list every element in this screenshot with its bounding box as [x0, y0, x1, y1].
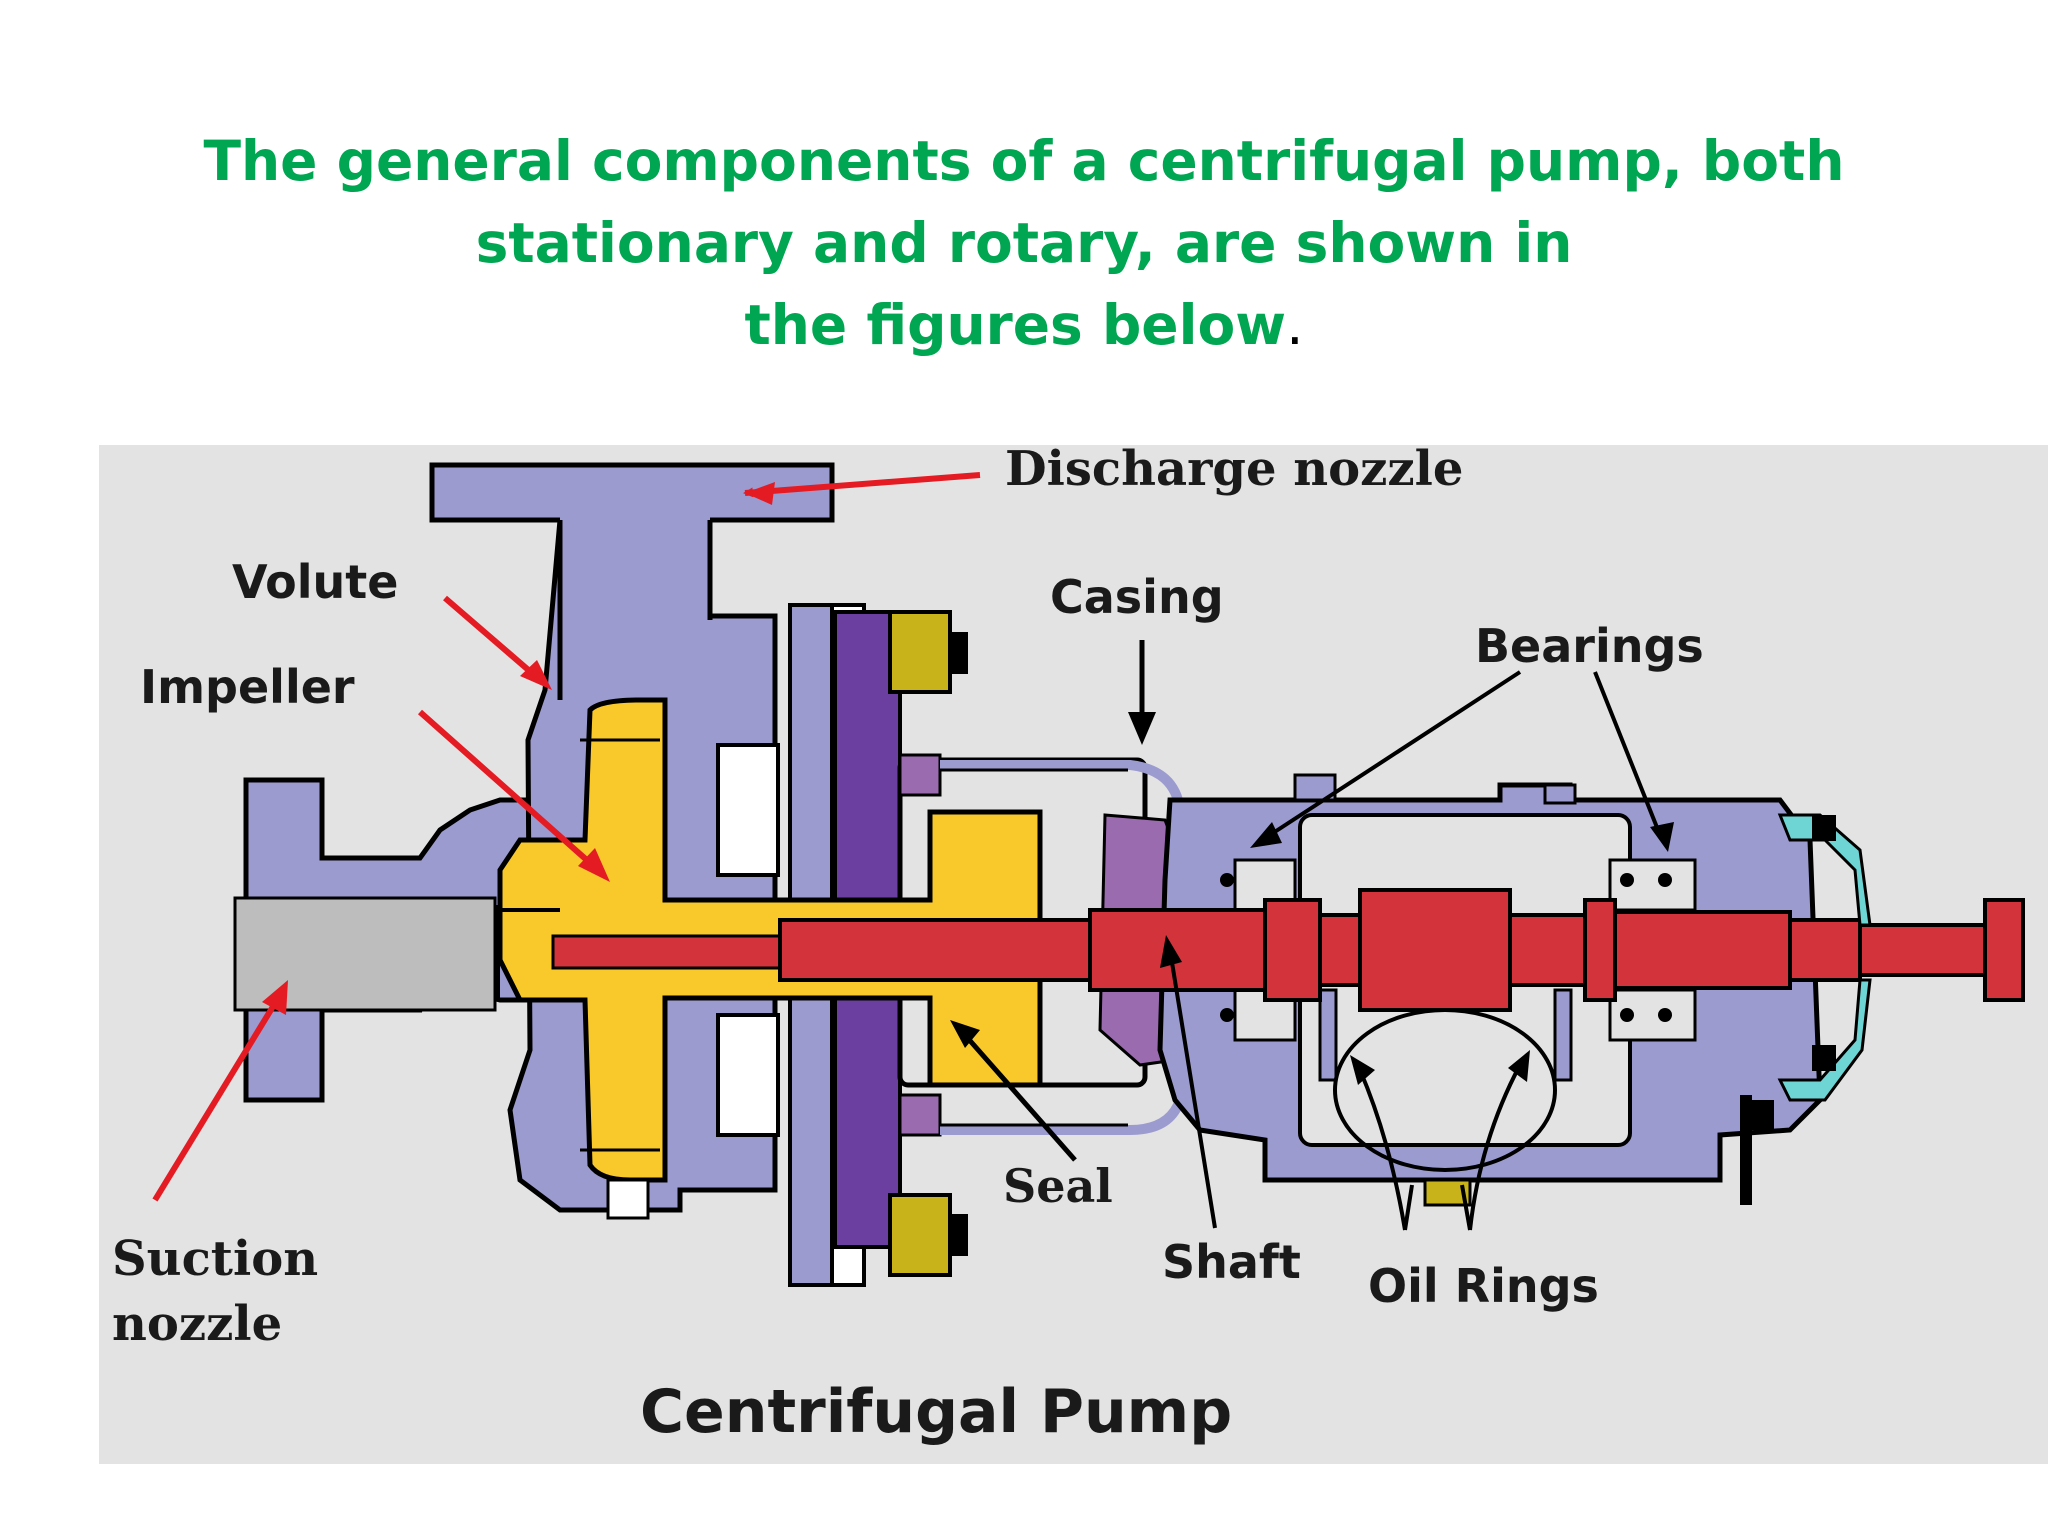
arrow-volute — [443, 595, 542, 683]
slide-title: The general components of a centrifugal … — [0, 120, 2048, 366]
label-discharge-nozzle: Discharge nozzle — [1005, 441, 1463, 497]
title-line-1: The general components of a centrifugal … — [203, 129, 1845, 193]
title-line-3-text: the figures below — [744, 293, 1287, 357]
bolt-top — [888, 610, 968, 694]
arrow-impeller — [418, 709, 600, 873]
arrow-discharge-nozzle — [743, 472, 981, 498]
end-cap — [1740, 813, 1872, 1205]
bolt-bottom — [888, 1193, 968, 1277]
main-shaft — [1088, 888, 2025, 1012]
label-casing: Casing — [1050, 570, 1224, 624]
shaft-front — [778, 918, 1102, 982]
label-suction-line-1: Suction — [112, 1231, 318, 1287]
label-impeller: Impeller — [140, 660, 355, 714]
title-line-2: stationary and rotary, are shown in — [475, 211, 1573, 275]
label-shaft: Shaft — [1162, 1235, 1301, 1289]
title-line-3: the figures below. — [0, 284, 2048, 366]
label-volute: Volute — [232, 555, 398, 609]
label-arrows-black — [950, 640, 1674, 1231]
arrow-bearing-right — [1593, 671, 1662, 836]
label-seal: Seal — [1003, 1159, 1113, 1213]
label-bearings: Bearings — [1475, 619, 1704, 673]
label-oil-rings: Oil Rings — [1368, 1259, 1599, 1313]
arrow-bearing-left — [1268, 670, 1522, 837]
arrow-oil-ring-left — [1358, 1069, 1407, 1231]
arrow-suction-nozzle — [152, 993, 283, 1202]
arrow-oil-ring-right — [1468, 1064, 1522, 1231]
casing-window-bottom — [716, 1013, 780, 1137]
arrow-shaft — [1168, 949, 1217, 1229]
casing-window-top — [716, 743, 780, 877]
title-period: . — [1286, 293, 1304, 357]
diagram-caption: Centrifugal Pump — [640, 1377, 1232, 1447]
label-suction-line-2: nozzle — [112, 1296, 282, 1352]
label-arrows-red — [152, 472, 981, 1202]
arrow-seal — [963, 1033, 1077, 1162]
